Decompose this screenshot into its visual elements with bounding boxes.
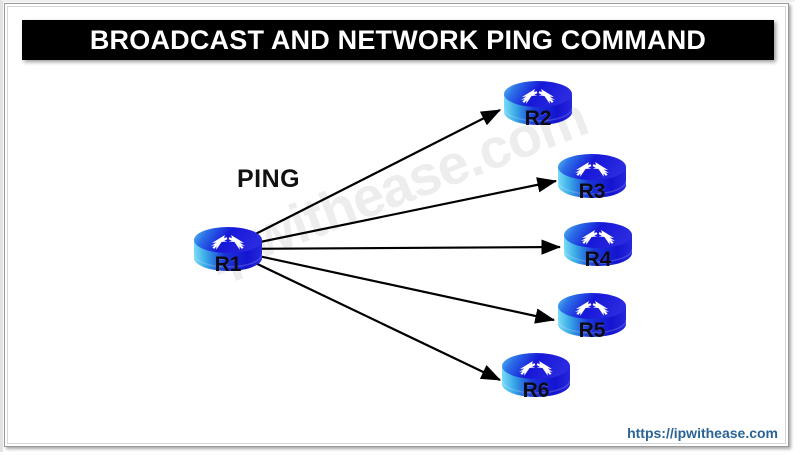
page-title: BROADCAST AND NETWORK PING COMMAND (89, 24, 707, 55)
link-r1-to-r4 (225, 239, 562, 255)
link-r1-to-r5 (225, 247, 556, 324)
router-node-r5[interactable]: R5 (556, 292, 628, 342)
ping-label: PING (237, 165, 301, 193)
router-icon (501, 353, 571, 397)
router-icon (193, 227, 263, 271)
router-node-r1[interactable]: R1 (192, 226, 264, 276)
router-icon (557, 154, 627, 198)
site-url: https://ipwithease.com (627, 425, 778, 441)
link-r1-to-r3 (225, 177, 558, 251)
title-banner: BROADCAST AND NETWORK PING COMMAND (22, 20, 774, 60)
router-node-r4[interactable]: R4 (562, 221, 634, 271)
link-r1-to-r2 (225, 109, 501, 250)
router-icon (563, 222, 633, 266)
router-node-r2[interactable]: R2 (502, 80, 574, 130)
router-node-r6[interactable]: R6 (500, 352, 572, 402)
router-icon (503, 81, 573, 125)
link-r1-to-r6 (225, 248, 501, 381)
router-node-r3[interactable]: R3 (556, 153, 628, 203)
page-frame (4, 3, 789, 447)
router-icon (557, 293, 627, 337)
